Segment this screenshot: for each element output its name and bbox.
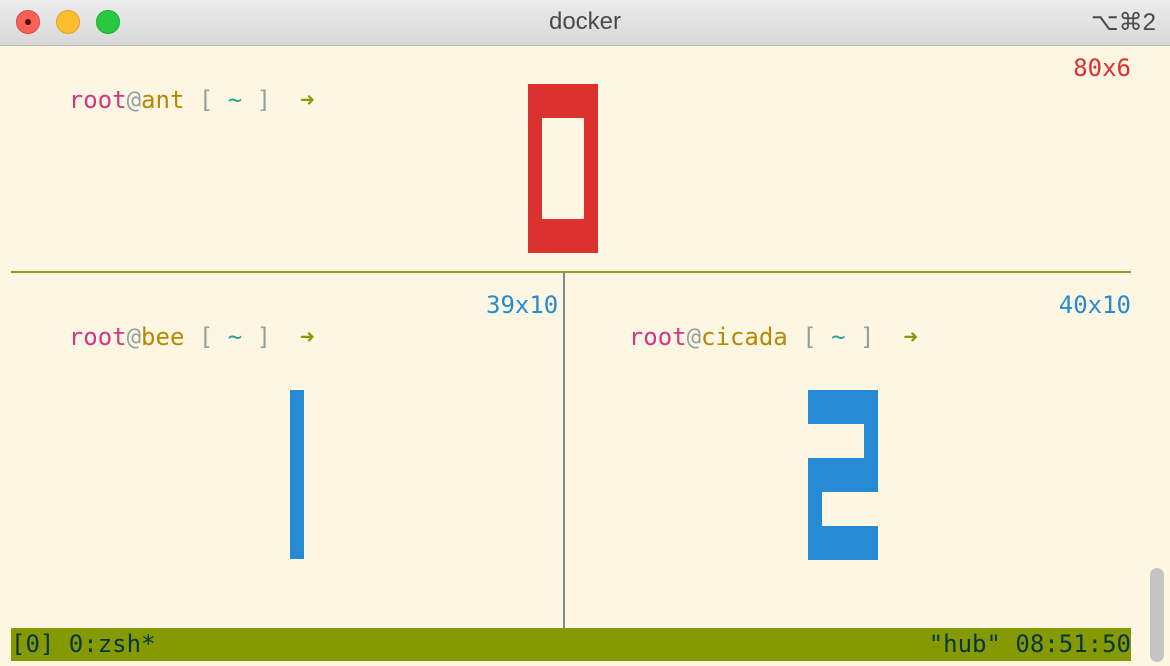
horizontal-pane-divider[interactable] [11,271,1131,273]
prompt-host: bee [141,323,185,351]
prompt-close-bracket: ] [256,86,272,114]
pane-1-size: 39x10 [486,291,559,319]
status-window-list[interactable]: [0] 0:zsh* [11,630,156,658]
pane-2-prompt[interactable]: root@cicada [ ~ ] ➜ [571,289,918,351]
scrollbar[interactable] [1142,46,1170,666]
prompt-arrow-icon: ➜ [300,323,315,351]
terminal-area[interactable]: root@ant [ ~ ] ➜ 80x6 root@bee [ ~ ] ➜ 3… [0,46,1142,666]
window-shortcut: ⌥⌘2 [1090,9,1156,36]
pane-1-prompt[interactable]: root@bee [ ~ ] ➜ [11,289,315,351]
prompt-dir: ~ [227,86,243,114]
prompt-dir: ~ [831,323,846,351]
minimize-window-button[interactable] [56,10,80,34]
close-window-button[interactable] [16,10,40,34]
prompt-at: @ [686,323,702,351]
pane-0-size: 80x6 [1073,54,1131,82]
status-host-time: "hub" 08:51:50 [928,630,1131,658]
window-title: docker [548,8,622,35]
prompt-host: ant [141,86,185,114]
prompt-user: root [68,86,127,114]
prompt-open-bracket: [ [802,323,817,351]
prompt-user: root [628,323,687,351]
pane-0-prompt[interactable]: root@ant [ ~ ] ➜ [11,52,315,114]
prompt-user: root [68,323,127,351]
vertical-pane-divider[interactable] [563,272,565,628]
prompt-dir: ~ [227,323,243,351]
title-bar: docker ⌥⌘2 [0,0,1170,46]
prompt-open-bracket: [ [198,323,214,351]
prompt-open-bracket: [ [198,86,214,114]
scrollbar-thumb[interactable] [1150,568,1164,662]
prompt-host: cicada [701,323,788,351]
prompt-at: @ [126,86,142,114]
tmux-status-bar: [0] 0:zsh* "hub" 08:51:50 [11,628,1131,661]
prompt-at: @ [126,323,142,351]
maximize-window-button[interactable] [96,10,120,34]
prompt-close-bracket: ] [256,323,272,351]
prompt-arrow-icon: ➜ [300,86,315,114]
prompt-close-bracket: ] [860,323,875,351]
prompt-arrow-icon: ➜ [903,323,918,351]
pane-2-size: 40x10 [1058,291,1131,319]
